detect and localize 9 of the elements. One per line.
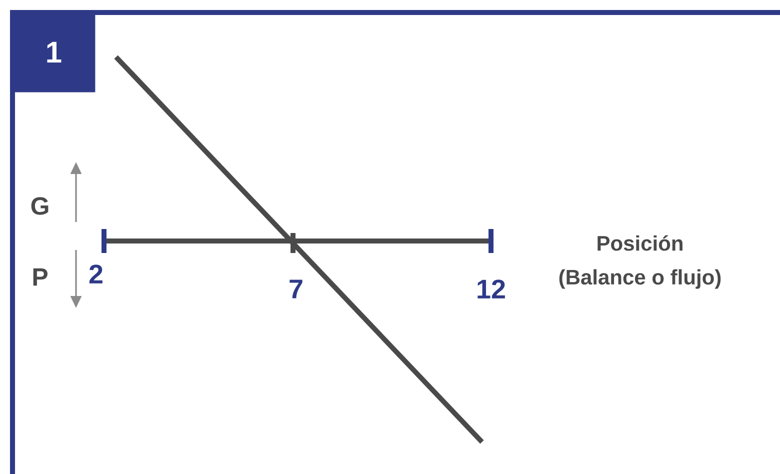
tick-label: 2 [89,264,102,284]
axis-title: Posición [598,235,682,251]
node-label: 1 [47,42,62,63]
tick-label: 7 [290,280,302,298]
number-badge: 1 [12,12,96,92]
axis-title: (Balance o flujo) [559,269,721,289]
axis-letter: G [31,197,48,215]
tick-label: 12 [478,280,505,298]
axis-letter: P [33,268,48,286]
